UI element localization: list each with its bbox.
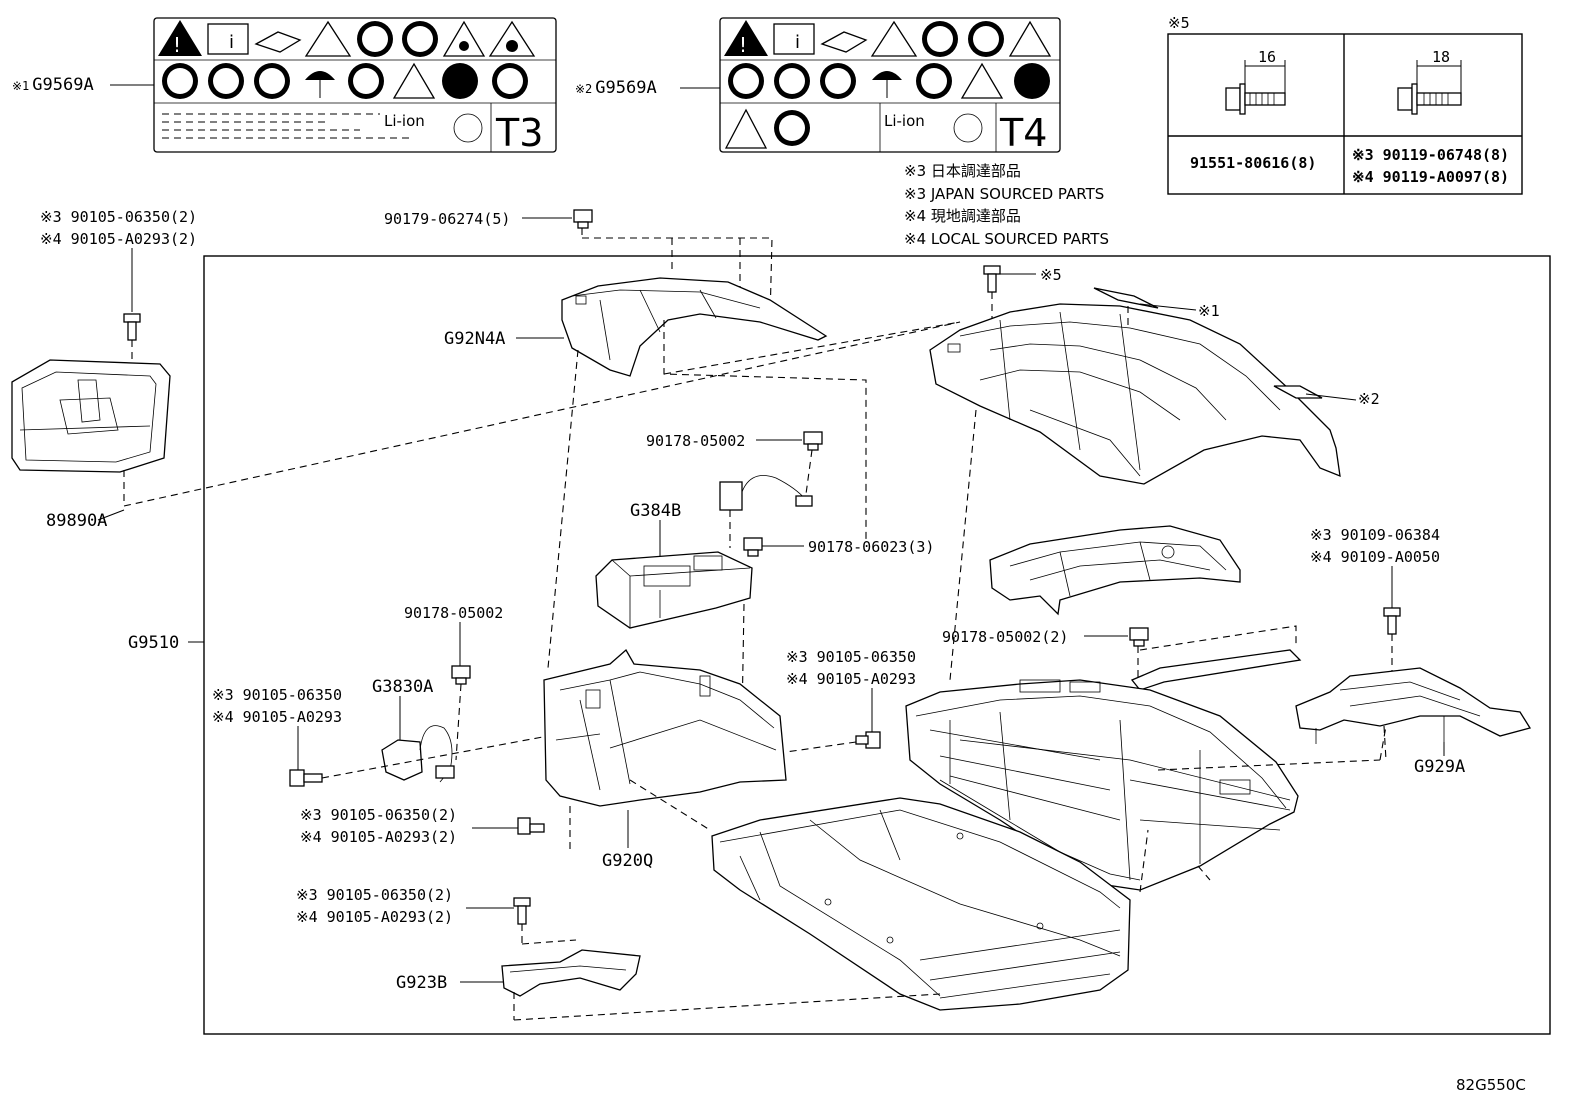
label-bot-local[interactable]: ※4 90105-A0293(2) [296,908,453,926]
label-g929a[interactable]: G929A [1414,757,1465,777]
frame-g920q-icon [543,648,787,807]
label-g920q[interactable]: G920Q [602,851,653,871]
label-low-japan[interactable]: ※3 90105-06350(2) [300,806,457,824]
bolt-91551-part[interactable]: 91551-80616(8) [1190,154,1316,172]
label-g9510[interactable]: G9510 [128,633,179,653]
label-x1-ref[interactable]: ※1 [1198,302,1220,320]
bolt-90119-local-part[interactable]: ※4 90119-A0097(8) [1352,168,1509,186]
note-local-en: ※4 LOCAL SOURCED PARTS [904,230,1109,248]
svg-text:i: i [229,32,234,53]
bolt-table-mark: ※5 [1168,14,1190,32]
note-japan-jp: ※3 日本調達部品 [904,162,1021,180]
label-x5-bolt[interactable]: ※5 [1040,266,1062,284]
li-ion-text-1: Li-ion [384,112,425,130]
ecu-g384b-icon [595,551,753,629]
bolt-18-icon [1397,60,1462,115]
caution-label-plate-t4: ! i Li-ion T4 [719,17,1061,155]
bolt-table: ※5 16 [1167,14,1523,195]
bolt-dim-18: 18 [1432,48,1450,66]
label-90179-06274[interactable]: 90179-06274(5) [384,210,510,228]
label-top-left-japan[interactable]: ※3 90105-06350(2) [40,208,197,226]
nut-90179-icon [573,209,593,229]
label-mid-japan[interactable]: ※3 90105-06350 [786,648,916,666]
label-90178-05002-a[interactable]: 90178-05002 [646,432,745,450]
bracket-g923b-icon [501,949,641,997]
bolt-left-icon [289,769,323,787]
wire-harness-icon [719,475,813,511]
label-low-local[interactable]: ※4 90105-A0293(2) [300,828,457,846]
note-japan-en: ※3 JAPAN SOURCED PARTS [904,185,1104,203]
bolt-90119-japan-part[interactable]: ※3 90119-06748(8) [1352,146,1509,164]
cover-g92n4a-icon [561,277,828,377]
label-left-local[interactable]: ※4 90105-A0293 [212,708,342,726]
figure-code: 82G550C [1456,1076,1526,1094]
label-sticker-x1-icon [1093,287,1159,309]
label-89890a[interactable]: 89890A [46,511,107,531]
li-ion-text-2: Li-ion [884,112,925,130]
label-90178-06023[interactable]: 90178-06023(3) [808,538,934,556]
label-sticker-x2-icon [1273,385,1323,399]
t3-text: T3 [495,111,543,155]
label-90178-05002-2[interactable]: 90178-05002(2) [942,628,1068,646]
label-g92n4a[interactable]: G92N4A [444,329,505,349]
label-90109-japan[interactable]: ※3 90109-06384 [1310,526,1440,544]
relay-g3830a-icon [381,725,455,783]
label-x2-ref[interactable]: ※2 [1358,390,1380,408]
busbar-icon [1130,649,1302,691]
svg-text:!: ! [739,33,747,57]
t4-text: T4 [999,111,1047,155]
note-local-jp: ※4 現地調達部品 [904,207,1021,225]
label-90109-local[interactable]: ※4 90109-A0050 [1310,548,1440,566]
bolt-dim-16: 16 [1258,48,1276,66]
label-left-japan[interactable]: ※3 90105-06350 [212,686,342,704]
bolt-90109-icon [1383,607,1401,635]
label-mid-local[interactable]: ※4 90105-A0293 [786,670,916,688]
label-g384b[interactable]: G384B [630,501,681,521]
bracket-89890a-icon [11,359,171,473]
label-90178-05002-b[interactable]: 90178-05002 [404,604,503,622]
nut-90178-06023-icon [743,537,763,557]
bolt-low-icon [517,817,545,835]
nut-90178-2-icon [1129,627,1149,647]
upper-cover-icon [929,303,1341,485]
bolt-x5-icon [983,265,1001,293]
svg-text:!: ! [173,33,181,57]
assembly-frame [203,255,1551,1035]
label-g923b[interactable]: G923B [396,973,447,993]
lower-tray-icon [711,797,1131,1011]
nut-90178-b-icon [451,665,471,685]
label-g3830a[interactable]: G3830A [372,677,433,697]
bracket-g929a-icon [1295,667,1532,744]
battery-tray-upper-icon [989,525,1241,616]
caution-label-plate-t3: ! i Li-ion T3 [153,17,557,155]
bolt-bot-icon [513,897,531,925]
bolt-mid-icon [855,731,881,749]
label-bot-japan[interactable]: ※3 90105-06350(2) [296,886,453,904]
bolt-top-left-icon [123,313,141,341]
svg-text:i: i [795,32,800,53]
label-top-left-local[interactable]: ※4 90105-A0293(2) [40,230,197,248]
nut-90178-a-icon [803,431,823,451]
bolt-16-icon [1225,60,1286,115]
